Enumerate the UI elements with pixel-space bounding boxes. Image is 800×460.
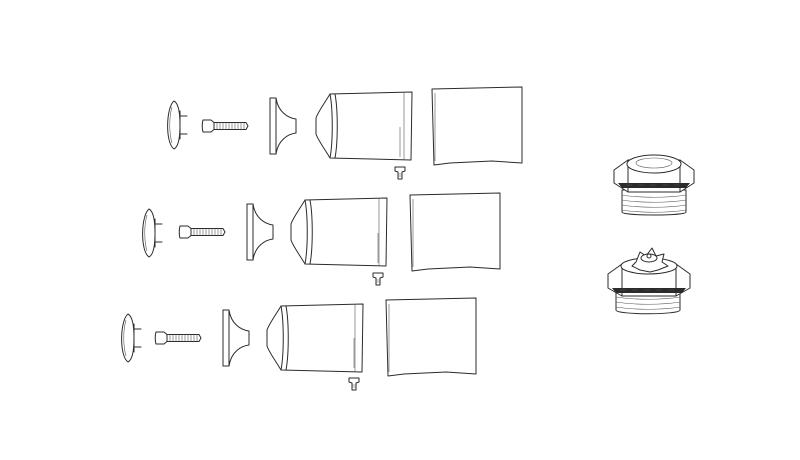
- handle-assembly-3: [121, 297, 477, 391]
- square-cover-icon: [431, 86, 523, 166]
- end-cap-icon: [121, 313, 142, 363]
- handle-sleeve-icon: [290, 197, 388, 267]
- handle-sleeve-icon: [315, 91, 413, 161]
- mounting-screw-icon: [201, 119, 249, 133]
- handle-sleeve-icon: [266, 303, 364, 373]
- end-cap-icon: [142, 208, 163, 258]
- spacer-flange-icon: [269, 97, 297, 155]
- mounting-screw-icon: [178, 225, 226, 239]
- end-cap-icon: [167, 100, 188, 150]
- spacer-flange-icon: [222, 309, 250, 367]
- spacer-flange-icon: [246, 203, 274, 261]
- bleed-valve-fitting-icon: [607, 247, 691, 315]
- blind-plug-fitting-icon: [613, 154, 695, 216]
- square-cover-icon: [385, 297, 477, 377]
- mounting-screw-icon: [154, 331, 202, 345]
- handle-assembly-2: [142, 192, 501, 286]
- handle-assembly-1: [167, 86, 523, 180]
- square-cover-icon: [409, 192, 501, 272]
